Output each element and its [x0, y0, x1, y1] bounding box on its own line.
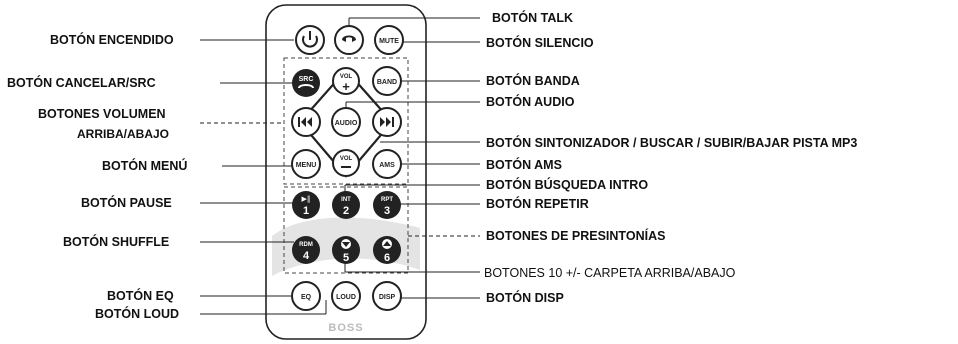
- volume-up-button[interactable]: VOL +: [332, 67, 360, 95]
- label-repeat: BOTÓN REPETIR: [486, 197, 589, 211]
- audio-button[interactable]: AUDIO: [331, 107, 361, 137]
- ams-button[interactable]: AMS: [372, 149, 402, 179]
- play-pause-icon: ▶‖: [302, 195, 311, 203]
- label-pause: BOTÓN PAUSE: [81, 196, 172, 210]
- label-loud: BOTÓN LOUD: [95, 307, 180, 321]
- src-key-label: SRC: [299, 76, 314, 83]
- loud-key-label: LOUD: [336, 294, 356, 301]
- disp-key-label: DISP: [379, 294, 396, 301]
- label-shuffle: BOTÓN SHUFFLE: [63, 235, 170, 249]
- label-disp: BOTÓN DISP: [486, 291, 564, 305]
- vol-up-key-label: VOL: [340, 74, 353, 80]
- key-2-label: 2: [343, 205, 349, 217]
- menu-key-label: MENU: [296, 162, 317, 169]
- ams-key-label: AMS: [379, 162, 395, 169]
- previous-track-icon: [298, 117, 312, 127]
- label-volume-line1: BOTONES VOLUMEN: [38, 107, 166, 121]
- label-tuner-seek: BOTÓN SINTONIZADOR / BUSCAR / SUBIR/BAJA…: [486, 136, 858, 150]
- power-button[interactable]: [295, 25, 325, 55]
- talk-button[interactable]: [334, 25, 364, 55]
- vol-down-key-label: VOL: [340, 156, 353, 162]
- rdm-key-label: RDM: [299, 242, 313, 248]
- key-3-label: 3: [384, 205, 390, 217]
- arrow-up-icon: [383, 241, 391, 246]
- preset-6-folder-up-button[interactable]: 6: [373, 236, 401, 264]
- key-5-label: 5: [343, 252, 349, 264]
- seek-up-button[interactable]: [372, 107, 402, 137]
- preset-5-folder-down-button[interactable]: 5: [332, 236, 360, 264]
- leader-lines: [200, 17, 480, 315]
- label-cancel-src: BOTÓN CANCELAR/SRC: [7, 76, 156, 90]
- label-menu: BOTÓN MENÚ: [102, 159, 188, 173]
- key-1-label: 1: [303, 205, 309, 217]
- hangup-icon: [298, 84, 314, 89]
- label-audio: BOTÓN AUDIO: [486, 95, 575, 109]
- label-band: BOTÓN BANDA: [486, 74, 580, 88]
- power-icon: [302, 35, 318, 48]
- key-6-label: 6: [384, 252, 390, 264]
- band-key-label: BAND: [377, 79, 397, 86]
- arrow-down-icon: [342, 242, 350, 247]
- preset-4-shuffle-button[interactable]: RDM 4: [292, 236, 320, 264]
- label-intro-search: BOTÓN BÚSQUEDA INTRO: [486, 178, 649, 192]
- band-button[interactable]: BAND: [372, 66, 402, 96]
- preset-1-pause-button[interactable]: ▶‖ 1: [292, 191, 320, 219]
- audio-key-label: AUDIO: [335, 120, 358, 127]
- disp-button[interactable]: DISP: [372, 281, 402, 311]
- key-4-label: 4: [303, 250, 310, 262]
- label-power: BOTÓN ENCENDIDO: [50, 33, 174, 47]
- next-track-icon: [380, 117, 394, 127]
- minus-icon: [341, 166, 351, 168]
- preset-2-intro-button[interactable]: INT 2: [332, 191, 360, 219]
- volume-down-button[interactable]: VOL: [332, 149, 360, 177]
- rpt-key-label: RPT: [381, 197, 393, 203]
- label-volume-line2: ARRIBA/ABAJO: [77, 127, 170, 141]
- plus-icon: +: [342, 79, 350, 94]
- mute-button[interactable]: MUTE: [374, 25, 404, 55]
- loud-button[interactable]: LOUD: [331, 281, 361, 311]
- int-key-label: INT: [341, 197, 351, 203]
- label-talk: BOTÓN TALK: [492, 11, 574, 25]
- eq-button[interactable]: EQ: [291, 281, 321, 311]
- preset-3-repeat-button[interactable]: RPT 3: [373, 191, 401, 219]
- menu-button[interactable]: MENU: [291, 149, 321, 179]
- label-mute: BOTÓN SILENCIO: [486, 36, 594, 50]
- phone-icon: [342, 35, 356, 42]
- label-ten-folder: BOTONES 10 +/- CARPETA ARRIBA/ABAJO: [484, 266, 736, 280]
- mute-key-label: MUTE: [379, 38, 399, 45]
- label-ams: BOTÓN AMS: [486, 158, 562, 172]
- brand-logo: BOSS: [328, 322, 363, 334]
- label-presets: BOTONES DE PRESINTONÍAS: [486, 229, 666, 243]
- eq-key-label: EQ: [301, 294, 312, 301]
- cancel-src-button[interactable]: SRC: [292, 69, 320, 97]
- volume-group-box: [283, 57, 409, 185]
- label-eq: BOTÓN EQ: [107, 289, 174, 303]
- seek-down-button[interactable]: [291, 107, 321, 137]
